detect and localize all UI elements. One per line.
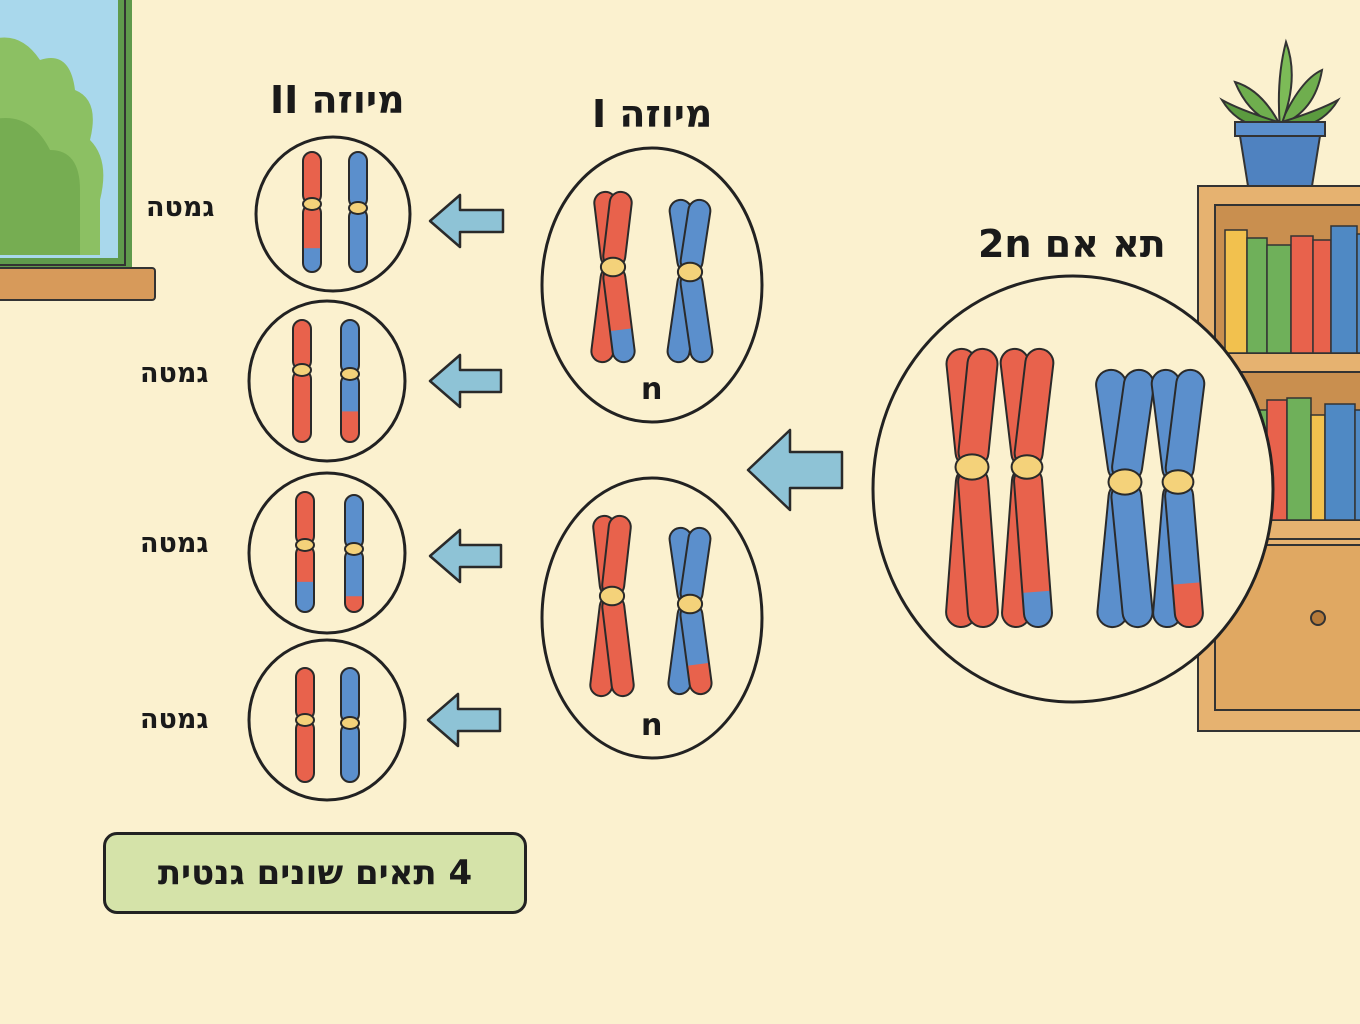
n-label-top: n <box>641 372 663 407</box>
gamete2-chrom-red-lower <box>292 369 312 443</box>
gamete3-chrom-red-upper <box>295 491 315 546</box>
gamete2-chrom-blue-upper <box>340 319 360 375</box>
gamete4-chrom-blue-upper <box>340 667 360 724</box>
mother-chrom-red-1-centromere <box>954 453 990 481</box>
gamete-cell-2 <box>247 299 407 463</box>
arrow-to-gamete-1 <box>428 193 505 249</box>
gamete1-chrom-blue-upper <box>348 151 368 209</box>
gamete3-chrom-red-lower <box>295 544 315 613</box>
gamete3-chrom-blue-centromere <box>344 542 364 556</box>
gamete1-chrom-blue-lower <box>348 207 368 273</box>
mi-top-chrom-blue-centromere <box>676 261 704 283</box>
summary-text: 4 תאים שונים גנטית <box>157 853 473 893</box>
gamete3-chrom-red-centromere <box>295 538 315 552</box>
gamete1-chrom-red-upper <box>302 151 322 205</box>
gamete1-chrom-red-centromere <box>302 197 322 211</box>
gamete-label-1: גמטה <box>146 192 215 223</box>
window-decor <box>0 0 156 301</box>
gamete-label-4: גמטה <box>140 704 209 735</box>
gamete4-chrom-red-lower <box>295 719 315 783</box>
gamete2-chrom-red-upper <box>292 319 312 371</box>
mother-chrom-blue-2-arm-br <box>1164 480 1204 629</box>
gamete-cell-3 <box>247 471 407 635</box>
mi-top-chrom-red-arm-br <box>602 265 636 364</box>
mother-chrom-red-2-centromere <box>1010 454 1044 480</box>
gamete2-chrom-red-centromere <box>292 363 312 377</box>
gamete-cell-1 <box>254 135 412 293</box>
gamete4-chrom-blue-centromere <box>340 716 360 730</box>
gamete-label-2: גמטה <box>140 358 209 389</box>
summary-box: 4 תאים שונים גנטית <box>103 832 527 914</box>
mi-top-chrom-red-centromere <box>599 256 627 278</box>
mother-chrom-red-2-arm-br <box>1013 465 1053 629</box>
n-label-bottom: n <box>641 708 663 743</box>
gamete4-chrom-red-centromere <box>295 713 315 727</box>
gamete3-chrom-blue-lower <box>344 548 364 613</box>
mother-chrom-blue-1-centromere <box>1107 468 1143 496</box>
gamete1-chrom-blue-centromere <box>348 201 368 215</box>
gamete-cell-4 <box>247 638 407 802</box>
arrow-mother-to-meiosis1 <box>746 428 844 512</box>
gamete3-chrom-blue-upper <box>344 494 364 550</box>
gamete-label-3: גמטה <box>140 528 209 559</box>
gamete2-chrom-blue-lower <box>340 373 360 443</box>
meiosis-2-label: מיוזה II <box>270 78 405 122</box>
arrow-to-gamete-2 <box>428 353 503 409</box>
gamete4-chrom-blue-lower <box>340 722 360 783</box>
mi-bot-chrom-blue-centromere <box>676 593 704 615</box>
gamete4-chrom-red-upper <box>295 667 315 721</box>
mother-cell-circle <box>871 274 1275 704</box>
arrow-to-gamete-3 <box>428 528 503 584</box>
gamete2-chrom-blue-centromere <box>340 367 360 381</box>
arrow-layer <box>426 193 844 748</box>
chromosome-layer <box>292 151 1206 783</box>
potted-plant-icon <box>1219 38 1341 187</box>
meiosis-1-label: מיוזה I <box>592 92 713 136</box>
mi-bot-chrom-red-centromere <box>598 585 626 607</box>
mother-cell-label: תא אם 2n <box>978 222 1166 266</box>
gamete1-chrom-red-lower <box>302 203 322 273</box>
arrow-to-gamete-4 <box>426 692 502 748</box>
mother-chrom-blue-2-centromere <box>1161 469 1195 495</box>
